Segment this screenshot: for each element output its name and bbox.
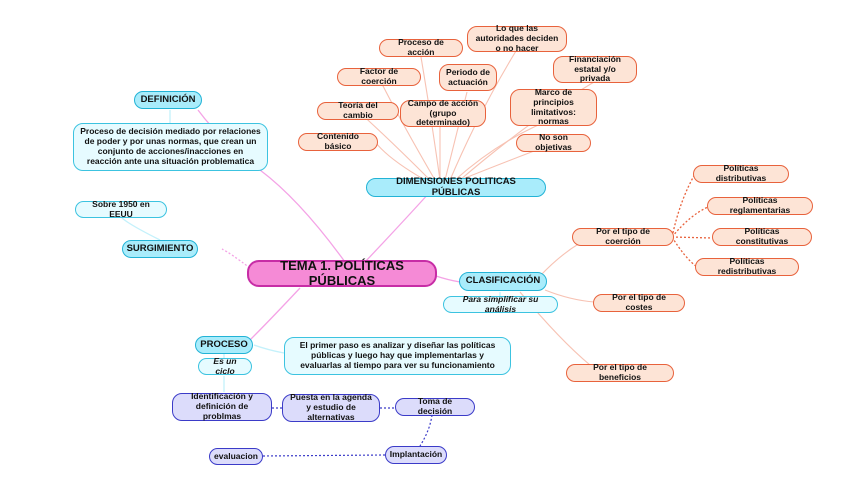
proceso-note[interactable]: El primer paso es analizar y diseñar las… <box>284 337 511 375</box>
link-central-dimensiones <box>364 191 431 263</box>
link-central-clasificacion <box>435 275 461 283</box>
step-evaluacion[interactable]: evaluacion <box>209 448 263 465</box>
tipo-constitutivas[interactable]: Políticas constitutivas <box>712 226 812 246</box>
dim-marco[interactable]: Marco de principios limitativos: normas <box>510 87 597 126</box>
clasificacion-sub[interactable]: Para simplificar su análisis <box>443 294 558 313</box>
dimensiones-node[interactable]: DIMENSIONES POLITICAS PÚBLICAS <box>366 176 546 197</box>
surgimiento-node[interactable]: SURGIMIENTO <box>122 240 198 258</box>
dim-autoridades[interactable]: Lo que las autoridades deciden o no hace… <box>467 23 567 53</box>
link-proceso-note <box>253 344 285 354</box>
proceso-sub[interactable]: Es un ciclo <box>198 356 252 375</box>
tipo-distributivas[interactable]: Políticas distributivas <box>693 163 789 183</box>
link-clas-costes <box>544 289 595 303</box>
tipo-reglamentarias[interactable]: Políticas reglamentarias <box>707 195 813 215</box>
definicion-node[interactable]: DEFINICIÓN <box>134 91 202 109</box>
dim-contenido[interactable]: Contenido básico <box>298 131 378 151</box>
dim-financiacion[interactable]: Financiación estatal y/o privada <box>553 54 637 83</box>
clas-costes[interactable]: Por el tipo de costes <box>593 292 685 312</box>
clas-coercion[interactable]: Por el tipo de coerción <box>572 226 674 246</box>
step-implantacion[interactable]: Implantación <box>385 446 447 464</box>
dim-periodo[interactable]: Periodo de actuación <box>439 64 497 91</box>
proceso-node[interactable]: PROCESO <box>195 336 253 354</box>
step-decision[interactable]: Toma de decisión <box>395 396 475 416</box>
dim-proceso-accion[interactable]: Proceso de acción <box>379 37 463 57</box>
link-clas-coercion <box>539 242 581 277</box>
link-surg-sub <box>121 217 161 241</box>
dim-teoria[interactable]: Teoría del cambio <box>317 100 399 120</box>
clasificacion-node[interactable]: CLASIFICACIÓN <box>459 272 547 291</box>
central-topic[interactable]: TEMA 1. POLÍTICAS PÚBLICAS <box>247 258 437 287</box>
link-central-proceso <box>249 287 301 341</box>
step-identificacion[interactable]: Identificación y definición de problmas <box>172 391 272 421</box>
link-central-surgimiento <box>221 248 251 269</box>
definicion-text[interactable]: Proceso de decisión mediado por relacion… <box>73 123 268 171</box>
surgimiento-sub[interactable]: Sobre 1950 en EEUU <box>75 199 167 218</box>
coercion-type-links <box>671 173 713 268</box>
cycle-links <box>261 407 433 457</box>
step-agenda[interactable]: Puesta en la agenda y estudio de alterna… <box>282 392 380 422</box>
tipo-redistributivas[interactable]: Políticas redistributivas <box>695 256 799 276</box>
clas-beneficios[interactable]: Por el tipo de beneficios <box>566 362 674 382</box>
dim-campo[interactable]: Campo de acción (grupo determinado) <box>400 98 486 127</box>
dim-factor-coercion[interactable]: Factor de coerción <box>337 66 421 86</box>
dim-no-objetivas[interactable]: No son objetivas <box>516 132 591 152</box>
